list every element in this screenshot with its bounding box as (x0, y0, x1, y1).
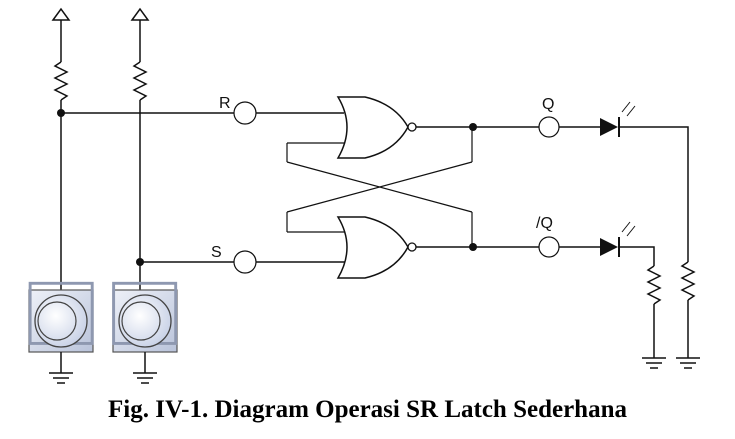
nor-gate-icon (336, 216, 417, 279)
led-icon (600, 101, 636, 137)
vcc-arrow-icon (51, 7, 71, 21)
terminal-q (538, 116, 560, 138)
junction-dot (469, 243, 477, 251)
ground-icon (642, 357, 666, 369)
figure-caption: Fig. IV-1. Diagram Operasi SR Latch Sede… (108, 396, 627, 423)
label-r: R (219, 95, 231, 112)
resistor-icon (646, 265, 662, 305)
vcc-arrow-icon (130, 7, 150, 21)
led-icon (600, 221, 636, 257)
wire (619, 246, 655, 266)
resistor-icon (53, 61, 69, 101)
label-s: S (211, 244, 222, 261)
terminal-s (233, 250, 257, 274)
ground-icon (133, 372, 157, 384)
ground-icon (49, 372, 73, 384)
terminal-r (233, 101, 257, 125)
push-button-icon (112, 281, 178, 353)
resistor-icon (680, 261, 696, 301)
resistor-icon (132, 61, 148, 101)
ground-icon (676, 357, 700, 369)
push-button-icon (28, 281, 94, 353)
circuit-schematic: R S Q (28, 7, 700, 384)
feedback-wiring (286, 127, 473, 247)
label-qbar: /Q (536, 215, 553, 232)
terminal-qbar (538, 236, 560, 258)
junction-dot (469, 123, 477, 131)
wire (619, 126, 689, 262)
label-q: Q (542, 96, 554, 113)
nor-gate-icon (336, 96, 417, 159)
